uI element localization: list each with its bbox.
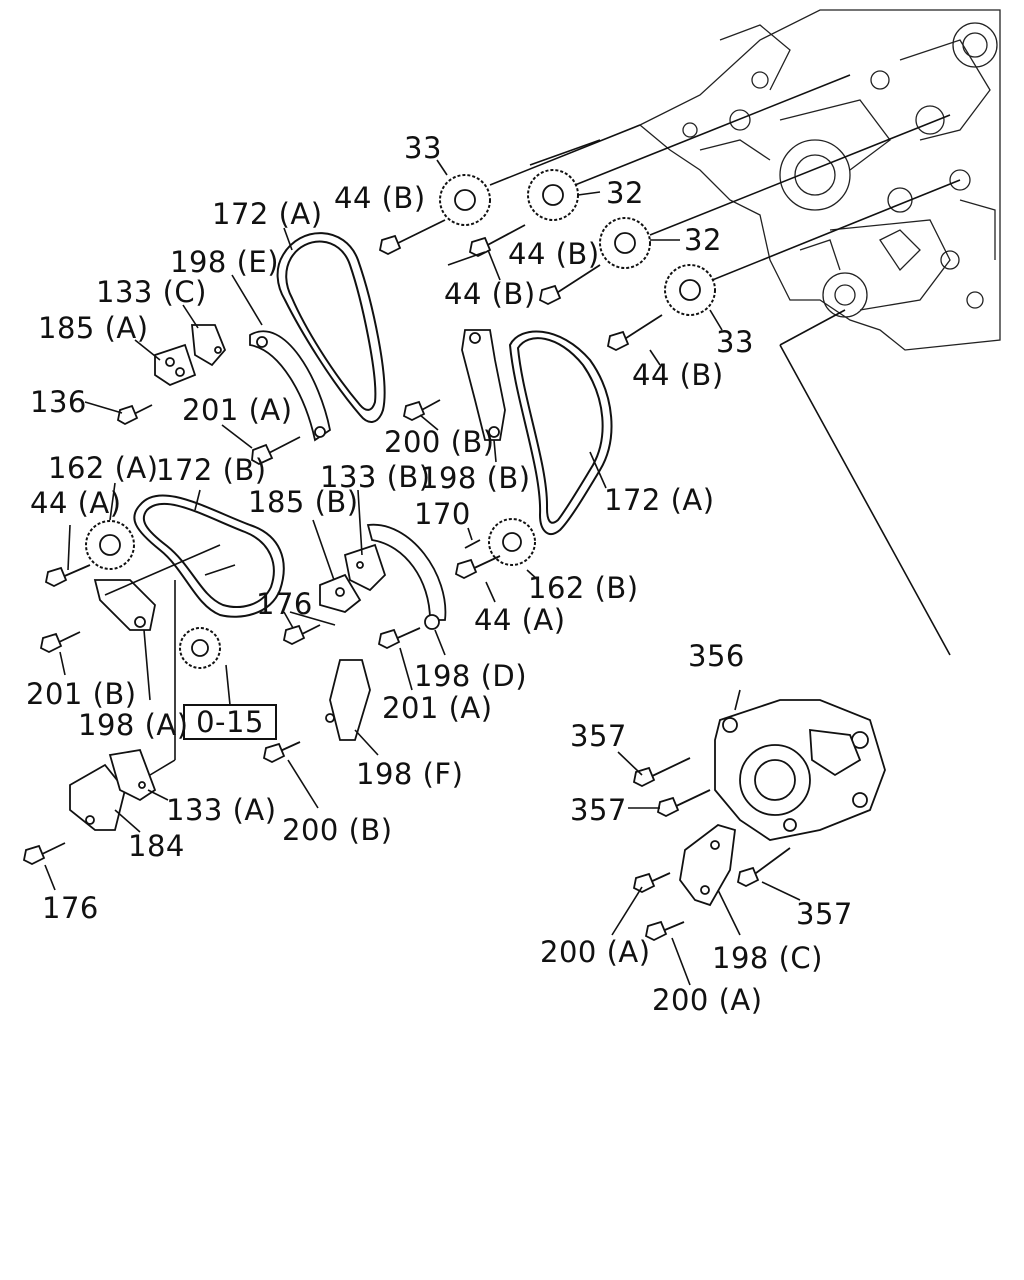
label-44b-4: 44 (B) xyxy=(632,358,724,392)
label-44b-2: 44 (B) xyxy=(508,237,600,271)
label-185b: 185 (B) xyxy=(248,485,359,519)
label-44b-3: 44 (B) xyxy=(444,277,536,311)
bolt-200b-lower xyxy=(262,741,301,764)
tensioner-185b xyxy=(319,573,362,613)
gasket-133c xyxy=(191,324,227,367)
gasket-133b xyxy=(343,543,387,592)
label-33-upper: 33 xyxy=(404,131,442,165)
reference-label: 0-15 xyxy=(196,705,264,739)
label-356: 356 xyxy=(688,639,745,673)
label-198d: 198 (D) xyxy=(414,659,527,693)
label-200a-1: 200 (A) xyxy=(540,935,651,969)
sprocket-162a xyxy=(85,520,135,570)
chain-guide-198e xyxy=(249,330,332,442)
engine-block xyxy=(638,9,1001,351)
label-200b-upper: 200 (B) xyxy=(384,425,495,459)
label-200a-2: 200 (A) xyxy=(652,983,763,1017)
bolt-200a-2 xyxy=(644,920,685,942)
chain-guide-198c xyxy=(679,824,736,907)
chain-guide-198a xyxy=(93,579,156,631)
cam-sprocket-33-lower xyxy=(664,264,723,331)
bolt-201a-upper xyxy=(251,436,301,466)
label-133c: 133 (C) xyxy=(96,275,207,309)
gasket-133a xyxy=(108,748,157,802)
label-leader-lines xyxy=(44,227,801,986)
bolt-44b-3 xyxy=(538,264,601,306)
label-44b-1: 44 (B) xyxy=(334,181,426,215)
tensioner-184 xyxy=(69,763,126,831)
bolt-201a-lower xyxy=(377,627,421,650)
label-198f: 198 (F) xyxy=(356,757,463,791)
label-44a-right: 44 (A) xyxy=(474,603,566,637)
label-172b: 172 (B) xyxy=(156,453,267,487)
bolt-357-3 xyxy=(736,847,791,888)
oil-pump-356 xyxy=(714,699,886,841)
crank-sprocket xyxy=(179,627,221,669)
label-162a: 162 (A) xyxy=(48,451,159,485)
pin-170 xyxy=(464,539,481,549)
label-357-3: 357 xyxy=(796,897,853,931)
timing-chain-172a-lower xyxy=(508,330,613,535)
bolt-200a-1 xyxy=(632,872,671,894)
timing-chain-172b xyxy=(133,494,285,618)
bolt-176-mid xyxy=(282,624,321,646)
chain-guide-198b xyxy=(461,329,506,441)
label-198c: 198 (C) xyxy=(712,941,823,975)
label-172a-upper: 172 (A) xyxy=(212,197,323,231)
label-136: 136 xyxy=(30,385,87,419)
label-133a: 133 (A) xyxy=(166,793,277,827)
engine-leader-lines xyxy=(489,74,961,656)
label-44a-left: 44 (A) xyxy=(30,486,122,520)
tensioner-185a xyxy=(154,343,197,387)
bolt-136 xyxy=(116,404,153,426)
label-198e: 198 (E) xyxy=(170,245,279,279)
label-200b-lower: 200 (B) xyxy=(282,813,393,847)
label-201b: 201 (B) xyxy=(26,677,137,711)
left-bank-leader-lines xyxy=(104,544,236,776)
label-176-mid: 176 xyxy=(256,587,313,621)
label-357-1: 357 xyxy=(570,719,627,753)
bolt-44a-left xyxy=(44,564,91,588)
label-185a: 185 (A) xyxy=(38,311,149,345)
label-33-lower: 33 xyxy=(716,325,754,359)
chain-guide-198d xyxy=(366,523,447,630)
label-357-2: 357 xyxy=(570,793,627,827)
bolt-201b xyxy=(39,631,81,654)
label-198a: 198 (A) xyxy=(78,708,189,742)
label-32-upper: 32 xyxy=(606,176,644,210)
label-201a-upper: 201 (A) xyxy=(182,393,293,427)
bolt-44b-4 xyxy=(606,314,663,352)
bolt-357-2 xyxy=(656,789,711,818)
bolt-200b-upper xyxy=(402,399,441,422)
cam-sprocket-33-upper xyxy=(436,159,491,226)
timing-chain-172a-upper xyxy=(276,232,386,423)
cam-sprocket-32-lower xyxy=(599,217,680,269)
label-201a-lower: 201 (A) xyxy=(382,691,493,725)
label-198b: 198 (B) xyxy=(420,461,531,495)
cam-sprocket-32-upper xyxy=(527,169,601,221)
label-172a-lower: 172 (A) xyxy=(604,483,715,517)
label-176-low: 176 xyxy=(42,891,99,925)
bolt-176-low xyxy=(22,842,66,866)
chain-guide-198f xyxy=(325,659,371,741)
sprocket-162b xyxy=(488,518,536,566)
label-133b: 133 (B) xyxy=(320,460,431,494)
label-162b: 162 (B) xyxy=(528,571,639,605)
part-labels: 33 32 32 33 44 (B) 44 (B) 44 (B) 44 (B) … xyxy=(26,131,853,1017)
reference-box: 0-15 xyxy=(183,704,277,740)
label-170: 170 xyxy=(414,497,471,531)
label-32-lower: 32 xyxy=(684,223,722,257)
bolt-357-1 xyxy=(632,757,691,788)
bolt-44a-right xyxy=(454,555,501,580)
bolt-44b-1 xyxy=(378,219,446,256)
label-184: 184 xyxy=(128,829,185,863)
